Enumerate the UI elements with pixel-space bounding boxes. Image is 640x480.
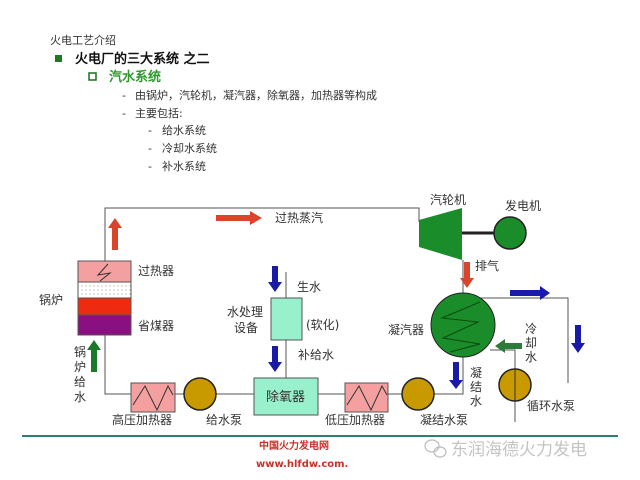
- boiler-feedwater-label-1: 锅: [74, 344, 86, 359]
- superheated-steam-label: 过热蒸汽: [275, 210, 323, 225]
- sub-bullet-cooling: 冷却水系统: [162, 142, 217, 155]
- deaerator: [253, 377, 319, 416]
- generator: [493, 216, 527, 250]
- condensate-label-2: 结: [470, 380, 482, 394]
- circulating-pump-label: 循环水泵: [527, 399, 575, 413]
- condenser-coil-icon: [440, 301, 481, 353]
- boiler-feedwater-label-4: 水: [74, 390, 86, 404]
- superheater-label: 过热器: [138, 264, 174, 278]
- dash: -: [148, 142, 152, 155]
- watermark: 东润海德火力发电: [451, 440, 587, 460]
- generator-label: 发电机: [505, 198, 541, 213]
- arrow-up-green-icon: [87, 340, 101, 372]
- dash: -: [148, 160, 152, 173]
- arrow-right-blue-icon: [510, 286, 550, 300]
- exhaust-label: 排气: [475, 258, 499, 273]
- arrow-down-blue-icon: [449, 362, 463, 389]
- condensate-label-1: 凝: [470, 365, 482, 380]
- economizer-label: 省煤器: [138, 319, 174, 333]
- arrow-up-red-icon: [108, 218, 122, 250]
- boiler-feedwater-label-3: 给: [74, 375, 86, 389]
- dash: -: [122, 89, 126, 102]
- softening-label: (软化): [306, 318, 339, 332]
- slide-title: 火电工艺介绍: [50, 33, 116, 47]
- turbine: [419, 208, 462, 260]
- deaerator-label: 除氧器: [266, 390, 305, 405]
- dash: -: [122, 107, 126, 120]
- hp-heater: [130, 382, 176, 413]
- cooling-water-label-1: 冷: [525, 322, 537, 336]
- site-url[interactable]: www.hlfdw.com.: [256, 459, 348, 470]
- bullet-square-icon: [55, 55, 62, 62]
- heater-coil-icon: [132, 384, 174, 412]
- feed-pump: [183, 377, 217, 411]
- arrow-left-green-icon: [495, 339, 522, 353]
- raw-water-label: 生水: [297, 280, 321, 294]
- site-name: 中国火力发电网: [259, 439, 329, 452]
- heater-coil-icon: [346, 384, 388, 412]
- water-treatment-label-1: 水处理: [227, 305, 263, 319]
- cooling-water-label-3: 水: [525, 350, 537, 364]
- hollow-bullet-icon: [88, 72, 97, 81]
- turbine-label: 汽轮机: [430, 192, 466, 207]
- water-treatment-unit: [270, 297, 303, 341]
- hp-heater-label: 高压加热器: [112, 412, 172, 427]
- feed-pump-label: 给水泵: [206, 413, 242, 427]
- sub-bullet-feedwater: 给水系统: [162, 124, 206, 137]
- wechat-icon: [424, 439, 447, 458]
- lp-heater-label: 低压加热器: [325, 413, 385, 427]
- arrow-down-red-icon: [460, 262, 474, 288]
- arrow-down-blue-icon: [268, 346, 282, 372]
- bullet-includes: 主要包括:: [135, 106, 183, 120]
- condensate-pump: [401, 377, 435, 411]
- condenser: [430, 292, 496, 358]
- sub-bullet-makeup: 补水系统: [162, 160, 206, 173]
- bullet-composition: 由锅炉，汽轮机，凝汽器，除氧器，加热器等构成: [135, 88, 377, 102]
- arrow-right-red-icon: [216, 211, 262, 225]
- condenser-label: 凝汽器: [388, 322, 424, 337]
- boiler: [77, 260, 132, 336]
- superheater-coil-icon: [96, 263, 112, 282]
- condensate-label-3: 水: [470, 394, 482, 408]
- pipes: [104, 207, 569, 422]
- condensate-pump-label: 凝结水泵: [420, 412, 468, 427]
- makeup-water-label: 补给水: [298, 348, 334, 362]
- level1-heading: 火电厂的三大系统 之二: [75, 51, 210, 67]
- level2-heading: 汽水系统: [109, 69, 161, 85]
- arrow-down-blue-icon: [268, 266, 282, 292]
- boiler-label: 锅炉: [39, 292, 63, 307]
- arrow-down-blue-icon: [571, 325, 585, 353]
- cooling-water-label-2: 却: [525, 336, 537, 350]
- dash: -: [148, 124, 152, 137]
- water-treatment-label-2: 设备: [234, 321, 258, 335]
- boiler-feedwater-label-2: 炉: [74, 360, 86, 374]
